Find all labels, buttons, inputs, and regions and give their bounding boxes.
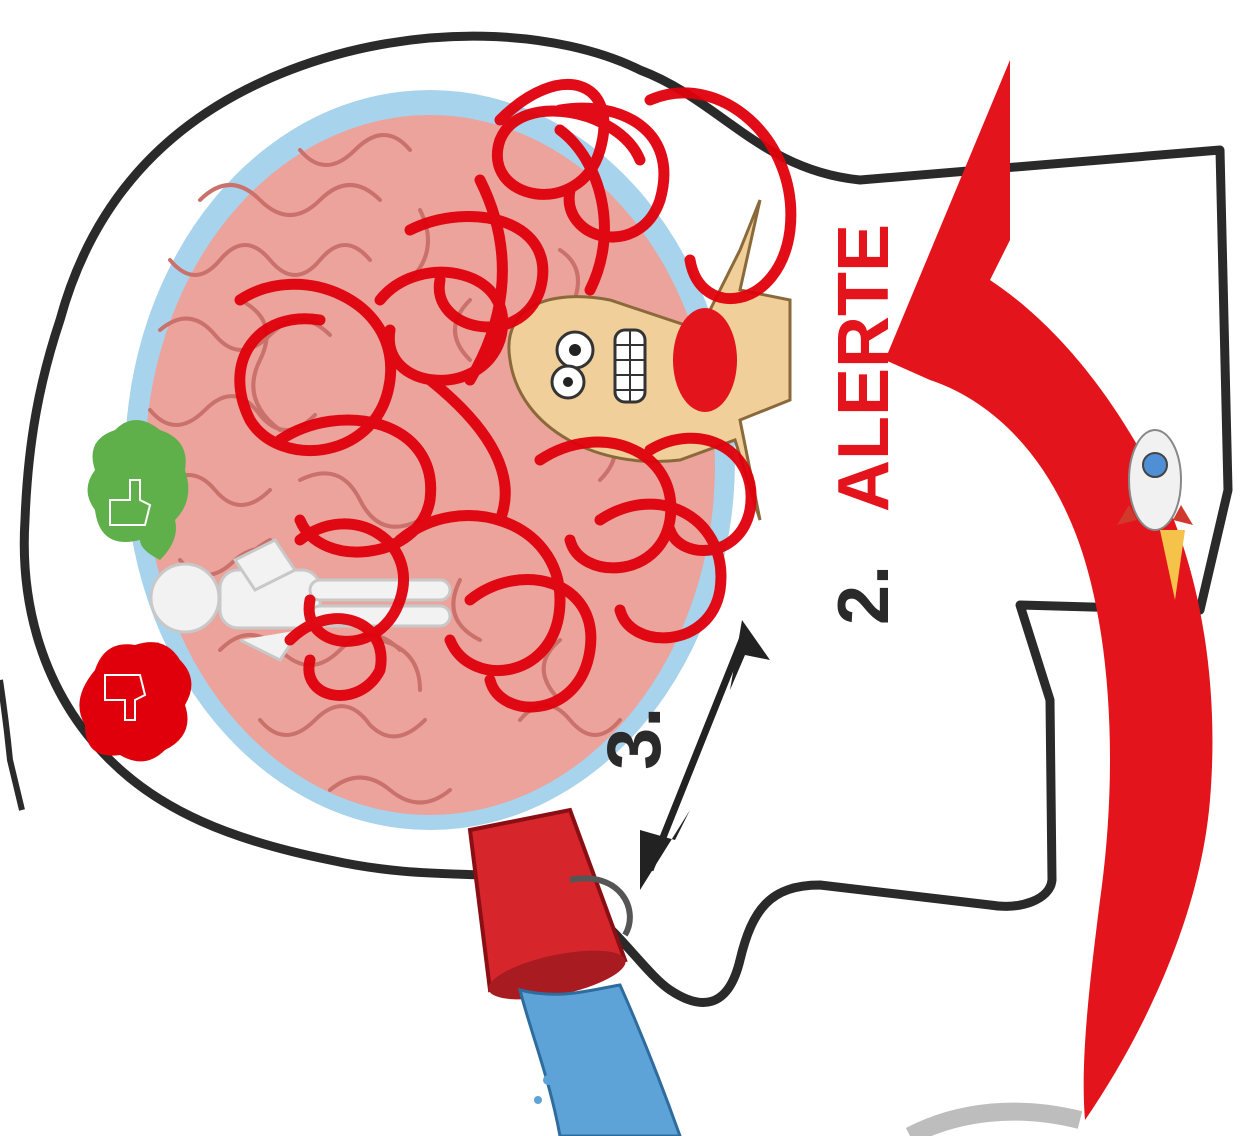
left-edge-line <box>0 680 22 810</box>
step-2-number: 2. <box>824 565 904 625</box>
step-2-word: ALERTE <box>824 224 904 512</box>
water-splash <box>520 985 680 1136</box>
grey-arc <box>910 1112 1080 1136</box>
step-3-number: 3. <box>592 707 677 770</box>
